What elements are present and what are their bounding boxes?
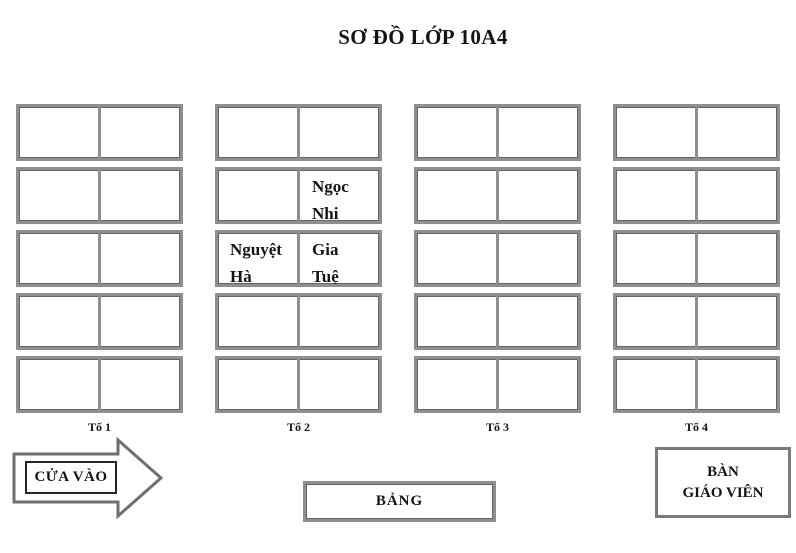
- desk: [215, 293, 382, 350]
- seat-right: [695, 359, 777, 410]
- seat-left: [616, 359, 695, 410]
- seat-left: [218, 359, 297, 410]
- seat-right: [496, 170, 578, 221]
- seat-right: [297, 296, 379, 347]
- entrance-label: CỬA VÀO: [25, 461, 117, 494]
- seat-right: [695, 296, 777, 347]
- desk: [414, 356, 581, 413]
- seat-left: [616, 296, 695, 347]
- desk: [16, 356, 183, 413]
- desk: Ngọc Nhi: [215, 167, 382, 224]
- seat-left: [218, 107, 297, 158]
- seat-right: [98, 107, 180, 158]
- seat-left: [417, 296, 496, 347]
- seat-left: [616, 107, 695, 158]
- entrance-arrow: CỬA VÀO: [12, 437, 164, 519]
- seat-right: [98, 170, 180, 221]
- desk: [613, 356, 780, 413]
- seat-left: [218, 296, 297, 347]
- seat-left: [417, 170, 496, 221]
- seat-right: [695, 170, 777, 221]
- board-box: BẢNG: [303, 481, 496, 522]
- desk: [613, 293, 780, 350]
- desk: [414, 230, 581, 287]
- desk: [16, 104, 183, 161]
- group-label: Tổ 2: [286, 420, 310, 434]
- desk: Nguyệt Hà Gia Tuệ: [215, 230, 382, 287]
- group-column: Tổ 1: [16, 104, 183, 435]
- seat-right: [695, 233, 777, 284]
- group-label: Tổ 3: [485, 420, 509, 434]
- seat-left: [616, 170, 695, 221]
- desk: [215, 356, 382, 413]
- seat-left: [19, 296, 98, 347]
- desk: [414, 293, 581, 350]
- desk: [613, 230, 780, 287]
- seat-right: [297, 359, 379, 410]
- seat-left: Nguyệt Hà: [230, 240, 282, 284]
- desk: [215, 104, 382, 161]
- seat-right: [496, 359, 578, 410]
- seat-right: [98, 233, 180, 284]
- desk: [16, 230, 183, 287]
- seat-right: [496, 296, 578, 347]
- desk: [16, 167, 183, 224]
- group-column: Tổ 4: [613, 104, 780, 435]
- seat-left: [19, 107, 98, 158]
- seat-right: [496, 107, 578, 158]
- seat-left: [19, 233, 98, 284]
- desk: [414, 104, 581, 161]
- seat-right: Gia Tuệ: [297, 233, 379, 284]
- seat-right: [695, 107, 777, 158]
- seat-right: [98, 296, 180, 347]
- desk: [414, 167, 581, 224]
- desk: [16, 293, 183, 350]
- seat-left: [417, 233, 496, 284]
- seat-left: [417, 107, 496, 158]
- seat-right: [496, 233, 578, 284]
- group-column: Tổ 3: [414, 104, 581, 435]
- seat-right: [297, 107, 379, 158]
- teacher-desk-box: BÀN GIÁO VIÊN: [655, 447, 791, 518]
- seat-right: Ngọc Nhi: [297, 170, 379, 221]
- seat-right: [98, 359, 180, 410]
- seat-left: [19, 359, 98, 410]
- desk: [613, 104, 780, 161]
- group-label: Tổ 1: [87, 420, 111, 434]
- group-label: Tổ 4: [684, 420, 708, 434]
- page-title: SƠ ĐỒ LỚP 10A4: [338, 25, 508, 49]
- seat-left: [218, 170, 297, 221]
- seat-left: [616, 233, 695, 284]
- seat-left: [19, 170, 98, 221]
- desk: [613, 167, 780, 224]
- seat-left: [417, 359, 496, 410]
